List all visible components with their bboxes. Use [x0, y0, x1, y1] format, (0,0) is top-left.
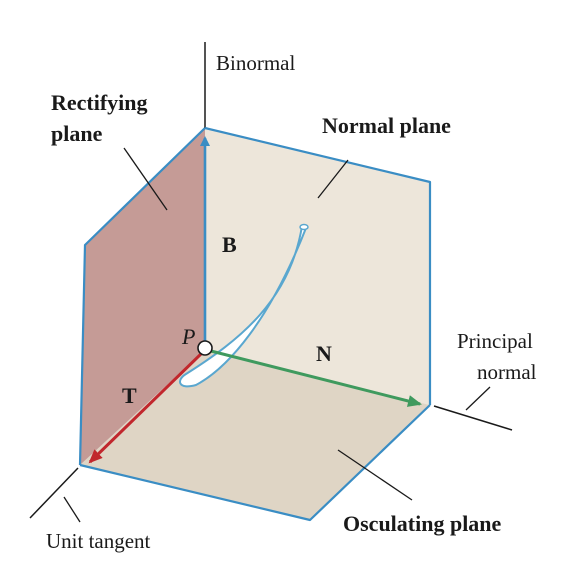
principal-normal-label-line2: normal [477, 360, 537, 384]
osculating-plane-label: Osculating plane [343, 511, 502, 536]
osculating-plane [80, 350, 430, 520]
unit-tangent-label: Unit tangent [46, 529, 151, 553]
rectifying-plane-edge [78, 127, 206, 466]
point-P-label: P [181, 324, 195, 349]
curve-end-cap [299, 223, 309, 231]
unit-tangent-leader [63, 496, 81, 523]
normal-plane [205, 128, 430, 405]
rectifying-leader [123, 147, 168, 211]
vector-N-arrow [206, 348, 422, 407]
normal-plane-label: Normal plane [322, 113, 451, 138]
curve-outline [179, 225, 307, 388]
osculating-leader [337, 449, 413, 501]
vector-T-arrow [88, 350, 205, 464]
vector-B-label: B [222, 232, 237, 257]
principal-normal-axis-line [433, 405, 513, 431]
principal-normal-label-line1: Principal [457, 329, 533, 353]
normal-plane-edge [204, 126, 432, 405]
osculating-plane-edge [79, 404, 431, 522]
rectifying-plane-label-line2: plane [51, 121, 103, 146]
point-P-marker [197, 340, 213, 356]
rectifying-plane-label-line1: Rectifying [51, 90, 148, 115]
principal-normal-leader [465, 386, 491, 411]
rectifying-plane [80, 128, 205, 465]
unit-tangent-axis-line [29, 467, 79, 519]
vector-N-label: N [316, 341, 332, 366]
normal-plane-leader [317, 159, 349, 199]
vector-T-label: T [122, 383, 137, 408]
binormal-label: Binormal [216, 51, 295, 75]
